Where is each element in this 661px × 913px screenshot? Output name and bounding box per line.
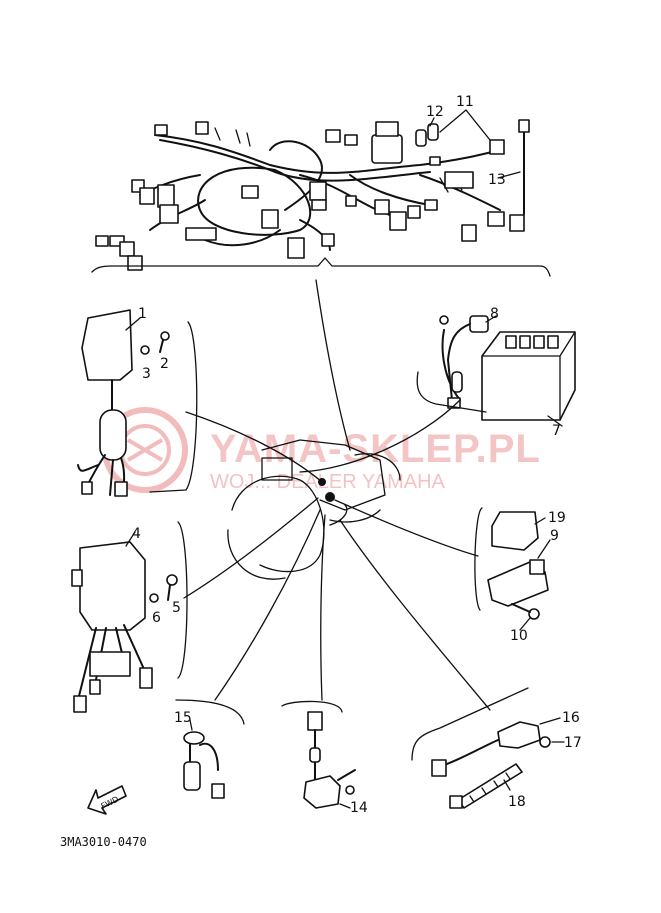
label-18: 18 [508, 794, 526, 810]
part-3-washer [140, 345, 150, 355]
label-5: 5 [172, 600, 181, 616]
part-18-tie [411, 687, 529, 809]
label-14: 14 [350, 800, 368, 816]
label-11: 11 [456, 94, 474, 110]
part-4-unit [71, 521, 188, 713]
bracket-right [474, 507, 483, 611]
label-19: 19 [548, 510, 566, 526]
part-16-switch [431, 717, 561, 777]
label-9: 9 [550, 528, 559, 544]
wire-harness [91, 109, 551, 451]
leader-lines [183, 399, 491, 711]
part-19-relay [491, 511, 546, 551]
part-9-flasher [487, 539, 551, 607]
label-12: 12 [426, 104, 444, 120]
part-2-screw [159, 331, 170, 353]
label-1: 1 [138, 306, 147, 322]
part-17-screw [539, 736, 565, 748]
part-14-switch [281, 700, 356, 809]
fwd-arrow-icon: FWD [87, 785, 127, 815]
motorcycle-outline [227, 439, 401, 580]
label-2: 2 [160, 356, 169, 372]
label-4: 4 [132, 526, 141, 542]
part-7-battery [481, 331, 576, 427]
part-10-screw [511, 603, 540, 631]
label-13: 13 [488, 172, 506, 188]
label-16: 16 [562, 710, 580, 726]
part-labels: 1 2 3 4 5 6 7 8 9 10 11 12 13 14 15 16 1… [132, 94, 582, 816]
label-15: 15 [174, 710, 192, 726]
label-6: 6 [152, 610, 161, 626]
part-6-washer [149, 593, 159, 603]
label-17: 17 [564, 735, 582, 751]
label-3: 3 [142, 366, 151, 382]
watermark-subtitle: WOJ... DEALER YAMAHA [210, 471, 446, 493]
part-15-sensor [175, 699, 245, 799]
part-5-screw [166, 574, 178, 601]
watermark-title: YAMA-SKLEP.PL [210, 427, 541, 471]
label-7: 7 [552, 423, 561, 439]
label-10: 10 [510, 628, 528, 644]
part-8-fuse-lead [416, 315, 497, 413]
label-8: 8 [490, 306, 499, 322]
part-1-unit [77, 309, 198, 497]
drawing-code: 3MA3010-0470 [60, 835, 147, 849]
